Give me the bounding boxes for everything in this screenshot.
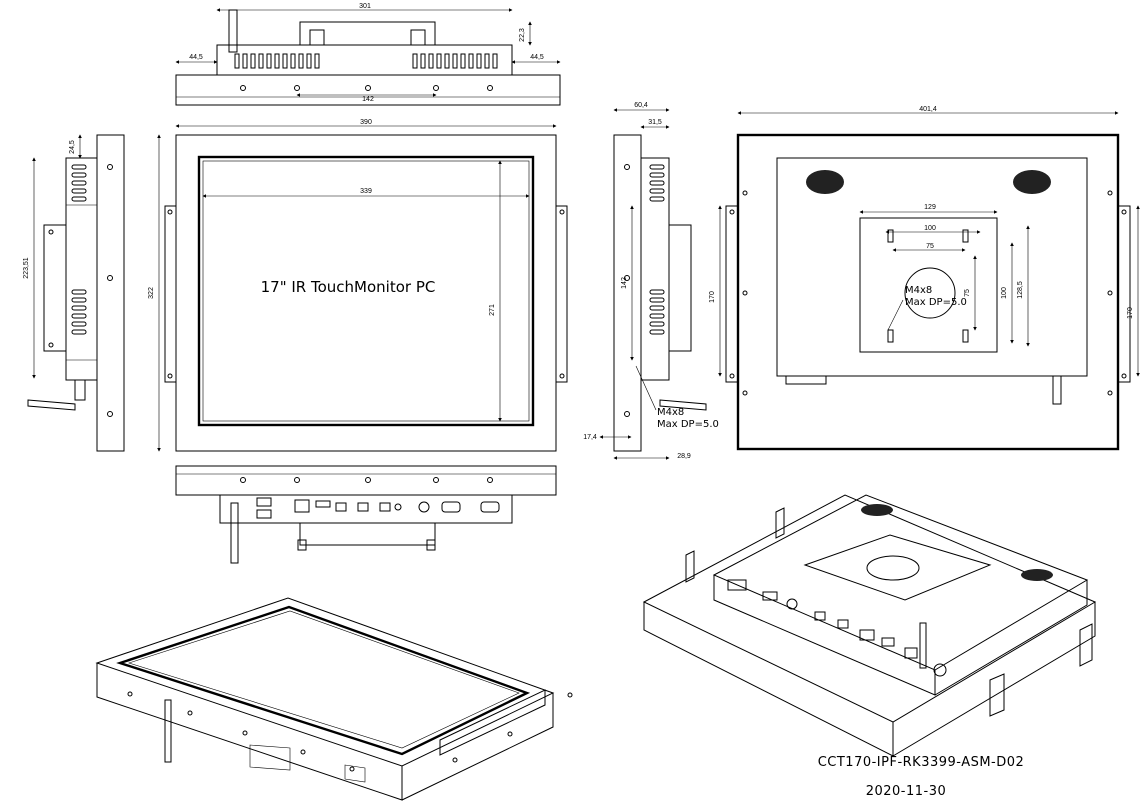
dim-rear-right-170: 170 (1127, 307, 1134, 319)
antenna-icon (164, 699, 172, 763)
dim-left-height: 223,51 (23, 257, 30, 279)
vent-slots (234, 53, 498, 69)
dim-front-active-width: 339 (360, 188, 372, 195)
active-area (197, 155, 535, 427)
dim-vert-100: 100 (1001, 287, 1008, 299)
dim-top-width: 301 (359, 3, 371, 10)
isometric-front-view (95, 597, 573, 801)
antenna-icon (230, 502, 239, 564)
dim-side-bottom-depth: 28,9 (677, 453, 691, 460)
dim-rear-left-170: 170 (709, 291, 716, 303)
dim-side-inner: 31,5 (648, 119, 662, 126)
dim-top-height: 22,3 (519, 28, 526, 42)
dim-side-depth: 60,4 (634, 102, 648, 109)
speaker-grille (1021, 569, 1053, 581)
side-screw-note-1: M4x8 (657, 407, 684, 418)
dim-top-left: 44,5 (189, 54, 203, 61)
rear-view: 401,4 129 100 75 75 100 128,5 170 170 M4… (709, 106, 1140, 451)
speaker-grille (1013, 170, 1051, 194)
io-ports (727, 579, 918, 659)
speaker-grille (806, 170, 844, 194)
dim-top-right: 44,5 (530, 54, 544, 61)
dim-vesa-75: 75 (926, 243, 934, 250)
antenna-icon (659, 399, 707, 411)
drawing-date: 2020-11-30 (866, 784, 947, 799)
side-screw-note-2: Max DP=5.0 (657, 419, 719, 430)
antenna-icon (228, 9, 238, 53)
product-label: 17" IR TouchMonitor PC (261, 278, 436, 296)
dim-front-outer-height: 322 (148, 287, 155, 299)
right-side-view: 60,4 31,5 142 17,4 28,9 M4x8 Max DP=5.0 (583, 102, 719, 460)
drawing-number: CCT170-IPF-RK3399-ASM-D02 (818, 755, 1025, 770)
vesa-plate (803, 534, 992, 601)
antenna-icon (1052, 375, 1062, 405)
vesa-plate (859, 217, 998, 353)
rear-screw-note-2: Max DP=5.0 (905, 297, 967, 308)
dim-top-holes: 142 (362, 96, 374, 103)
dim-vesa-100: 100 (924, 225, 936, 232)
dim-left-top: 24,5 (69, 140, 76, 154)
front-view: 17" IR TouchMonitor PC 390 339 322 271 (148, 119, 568, 452)
isometric-rear-view (642, 494, 1097, 757)
dim-vert-75: 75 (964, 289, 971, 297)
dim-side-bottom-offset: 17,4 (583, 434, 597, 441)
top-view: 301 22,3 44,5 44,5 142 (175, 3, 561, 106)
dim-front-outer-width: 390 (360, 119, 372, 126)
io-ports (256, 497, 500, 519)
dim-vesa-outer: 129 (924, 204, 936, 211)
dim-vert-128: 128,5 (1017, 281, 1024, 299)
dim-rear-width: 401,4 (919, 106, 937, 113)
antenna-icon (919, 622, 927, 669)
bottom-view (175, 465, 557, 564)
antenna-icon (27, 399, 76, 411)
left-side-view: 24,5 223,51 (23, 134, 125, 452)
dim-front-active-height: 271 (489, 304, 496, 316)
dim-side-holes: 142 (621, 277, 628, 289)
speaker-grille (861, 504, 893, 516)
rear-screw-note-1: M4x8 (905, 285, 932, 296)
